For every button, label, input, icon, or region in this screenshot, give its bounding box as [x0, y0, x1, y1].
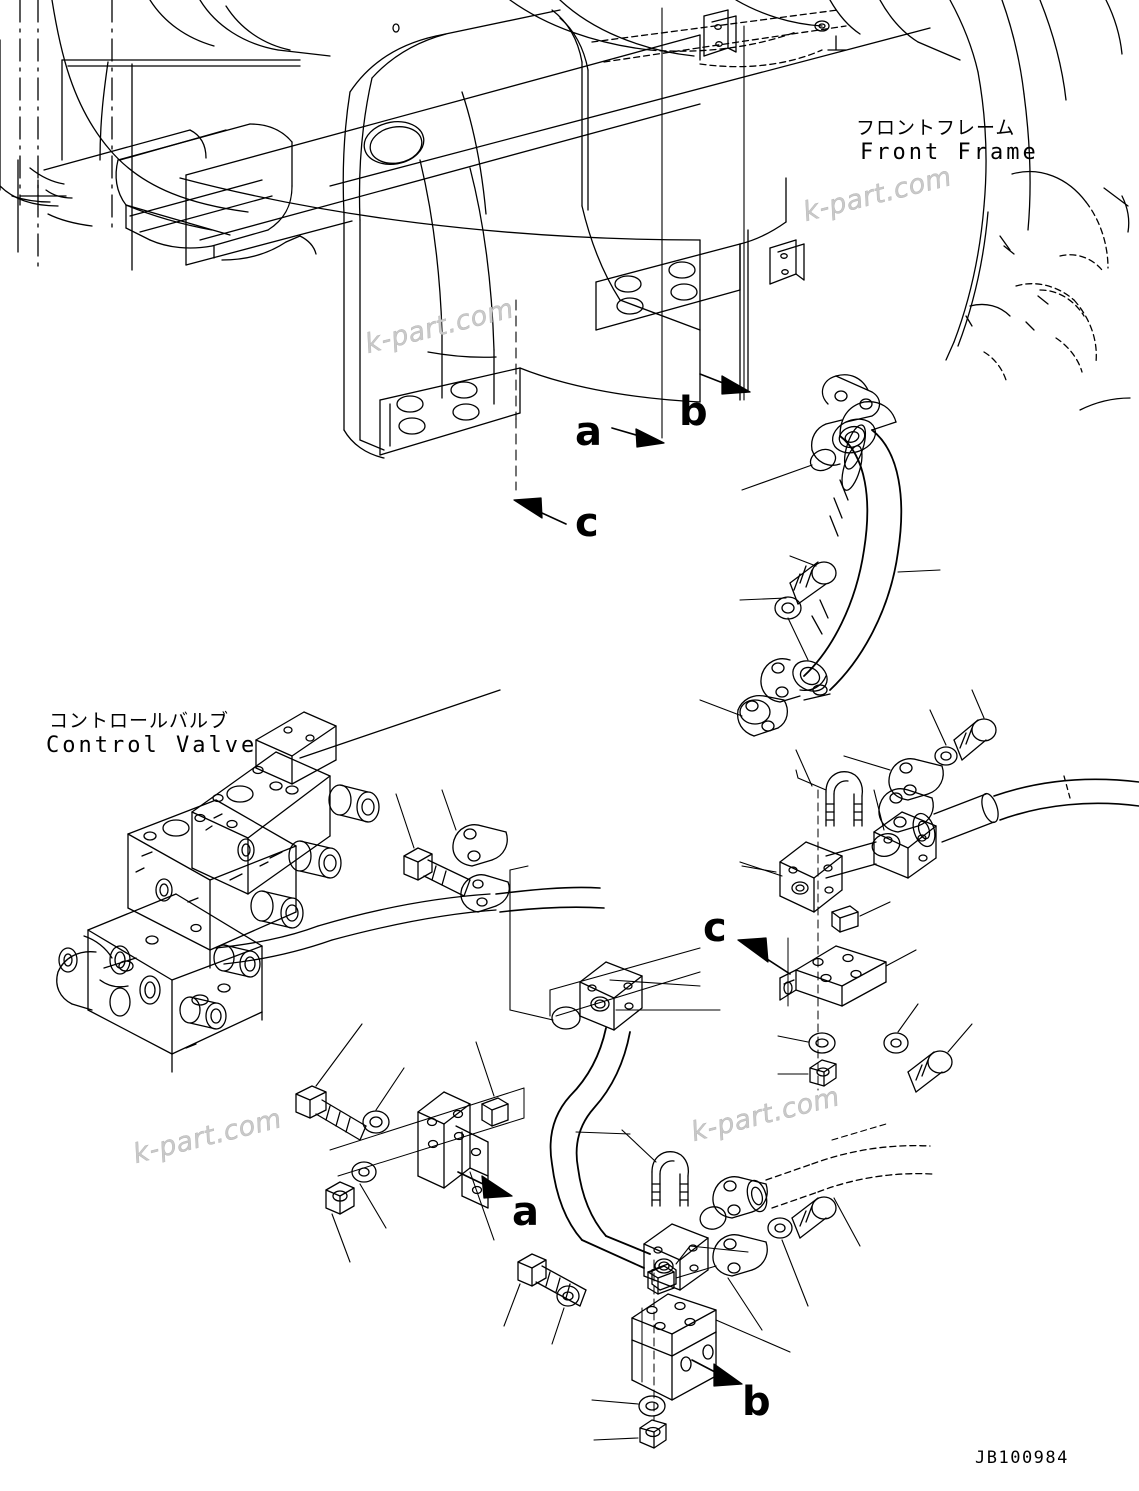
section-arrow-a-lower: [457, 1171, 513, 1199]
control-valve-leader: [299, 689, 501, 759]
bolt-bottom-left: [517, 1253, 587, 1307]
front-frame-structure: [0, 0, 1131, 459]
u-bolt-clamp-mid: [825, 771, 864, 827]
washer-below-bracket: [808, 1032, 836, 1054]
section-arrow-b-lower: [691, 1359, 743, 1387]
lower-left-bracket-group: [295, 865, 581, 1263]
hose-washer-upper: [774, 596, 802, 620]
square-clip-mid: [831, 905, 859, 933]
washer-lower-left-lower: [351, 1161, 377, 1183]
control-valve-assembly: [56, 711, 497, 1073]
section-arrow-a-upper: [611, 427, 665, 448]
mid-right-bracket-group: [699, 689, 1139, 1093]
bolt-upper-right: [953, 718, 997, 761]
drawing-number: JB100984: [975, 1448, 1069, 1468]
front-frame-label-en: Front Frame: [860, 140, 1039, 165]
washer-lower-left-upper: [362, 1110, 390, 1134]
valve-outlet-clamp-group: [395, 789, 605, 913]
square-clip-lower-left: [481, 1097, 509, 1127]
section-callout-b-lower: b: [742, 1379, 771, 1425]
section-callout-a-lower: a: [512, 1189, 539, 1235]
frame-bracket-lug-lower: [769, 239, 805, 285]
hose-bolt-upper: [789, 561, 837, 605]
section-callout-c-upper: c: [575, 500, 599, 546]
bottom-center-bracket-group: [503, 1245, 791, 1449]
washer-bottom-left: [556, 1285, 580, 1307]
control-valve-label-jp: コントロールバルブ: [49, 710, 230, 732]
bolt-lower-right: [791, 1196, 837, 1239]
section-callout-b-upper: b: [679, 389, 708, 435]
nut-lower-left: [325, 1181, 355, 1215]
nut-bottom: [639, 1419, 667, 1449]
section-arrow-b-upper: [699, 373, 751, 395]
section-arrow-c-middle: [737, 937, 791, 975]
washer-bottom-lower: [638, 1395, 666, 1417]
section-callout-a-upper: a: [575, 409, 602, 455]
nut-below-bracket: [809, 1059, 837, 1087]
front-frame-label-jp: フロントフレーム: [856, 117, 1016, 139]
square-clip-bottom2: [651, 1263, 677, 1291]
upper-hose-assembly: [736, 374, 941, 737]
section-cut-planes: [515, 7, 745, 491]
lower-center-pipe: [549, 961, 721, 1291]
control-valve-label-en: Control Valve: [46, 733, 258, 758]
mounting-bracket-mid: [779, 945, 887, 1007]
frame-bracket-lug-upper: [703, 9, 737, 57]
u-bolt-clamp-lower: [651, 1151, 690, 1207]
bolt-valve-outlet: [403, 847, 471, 897]
bolt-right-bracket: [907, 1050, 953, 1093]
section-callout-c-middle: c: [703, 905, 727, 951]
bolt-lower-left-upper: [295, 1085, 367, 1141]
washer-right-bracket: [883, 1032, 909, 1054]
lower-right-clamp-group: [621, 1129, 933, 1331]
section-arrow-c-upper: [513, 497, 567, 525]
